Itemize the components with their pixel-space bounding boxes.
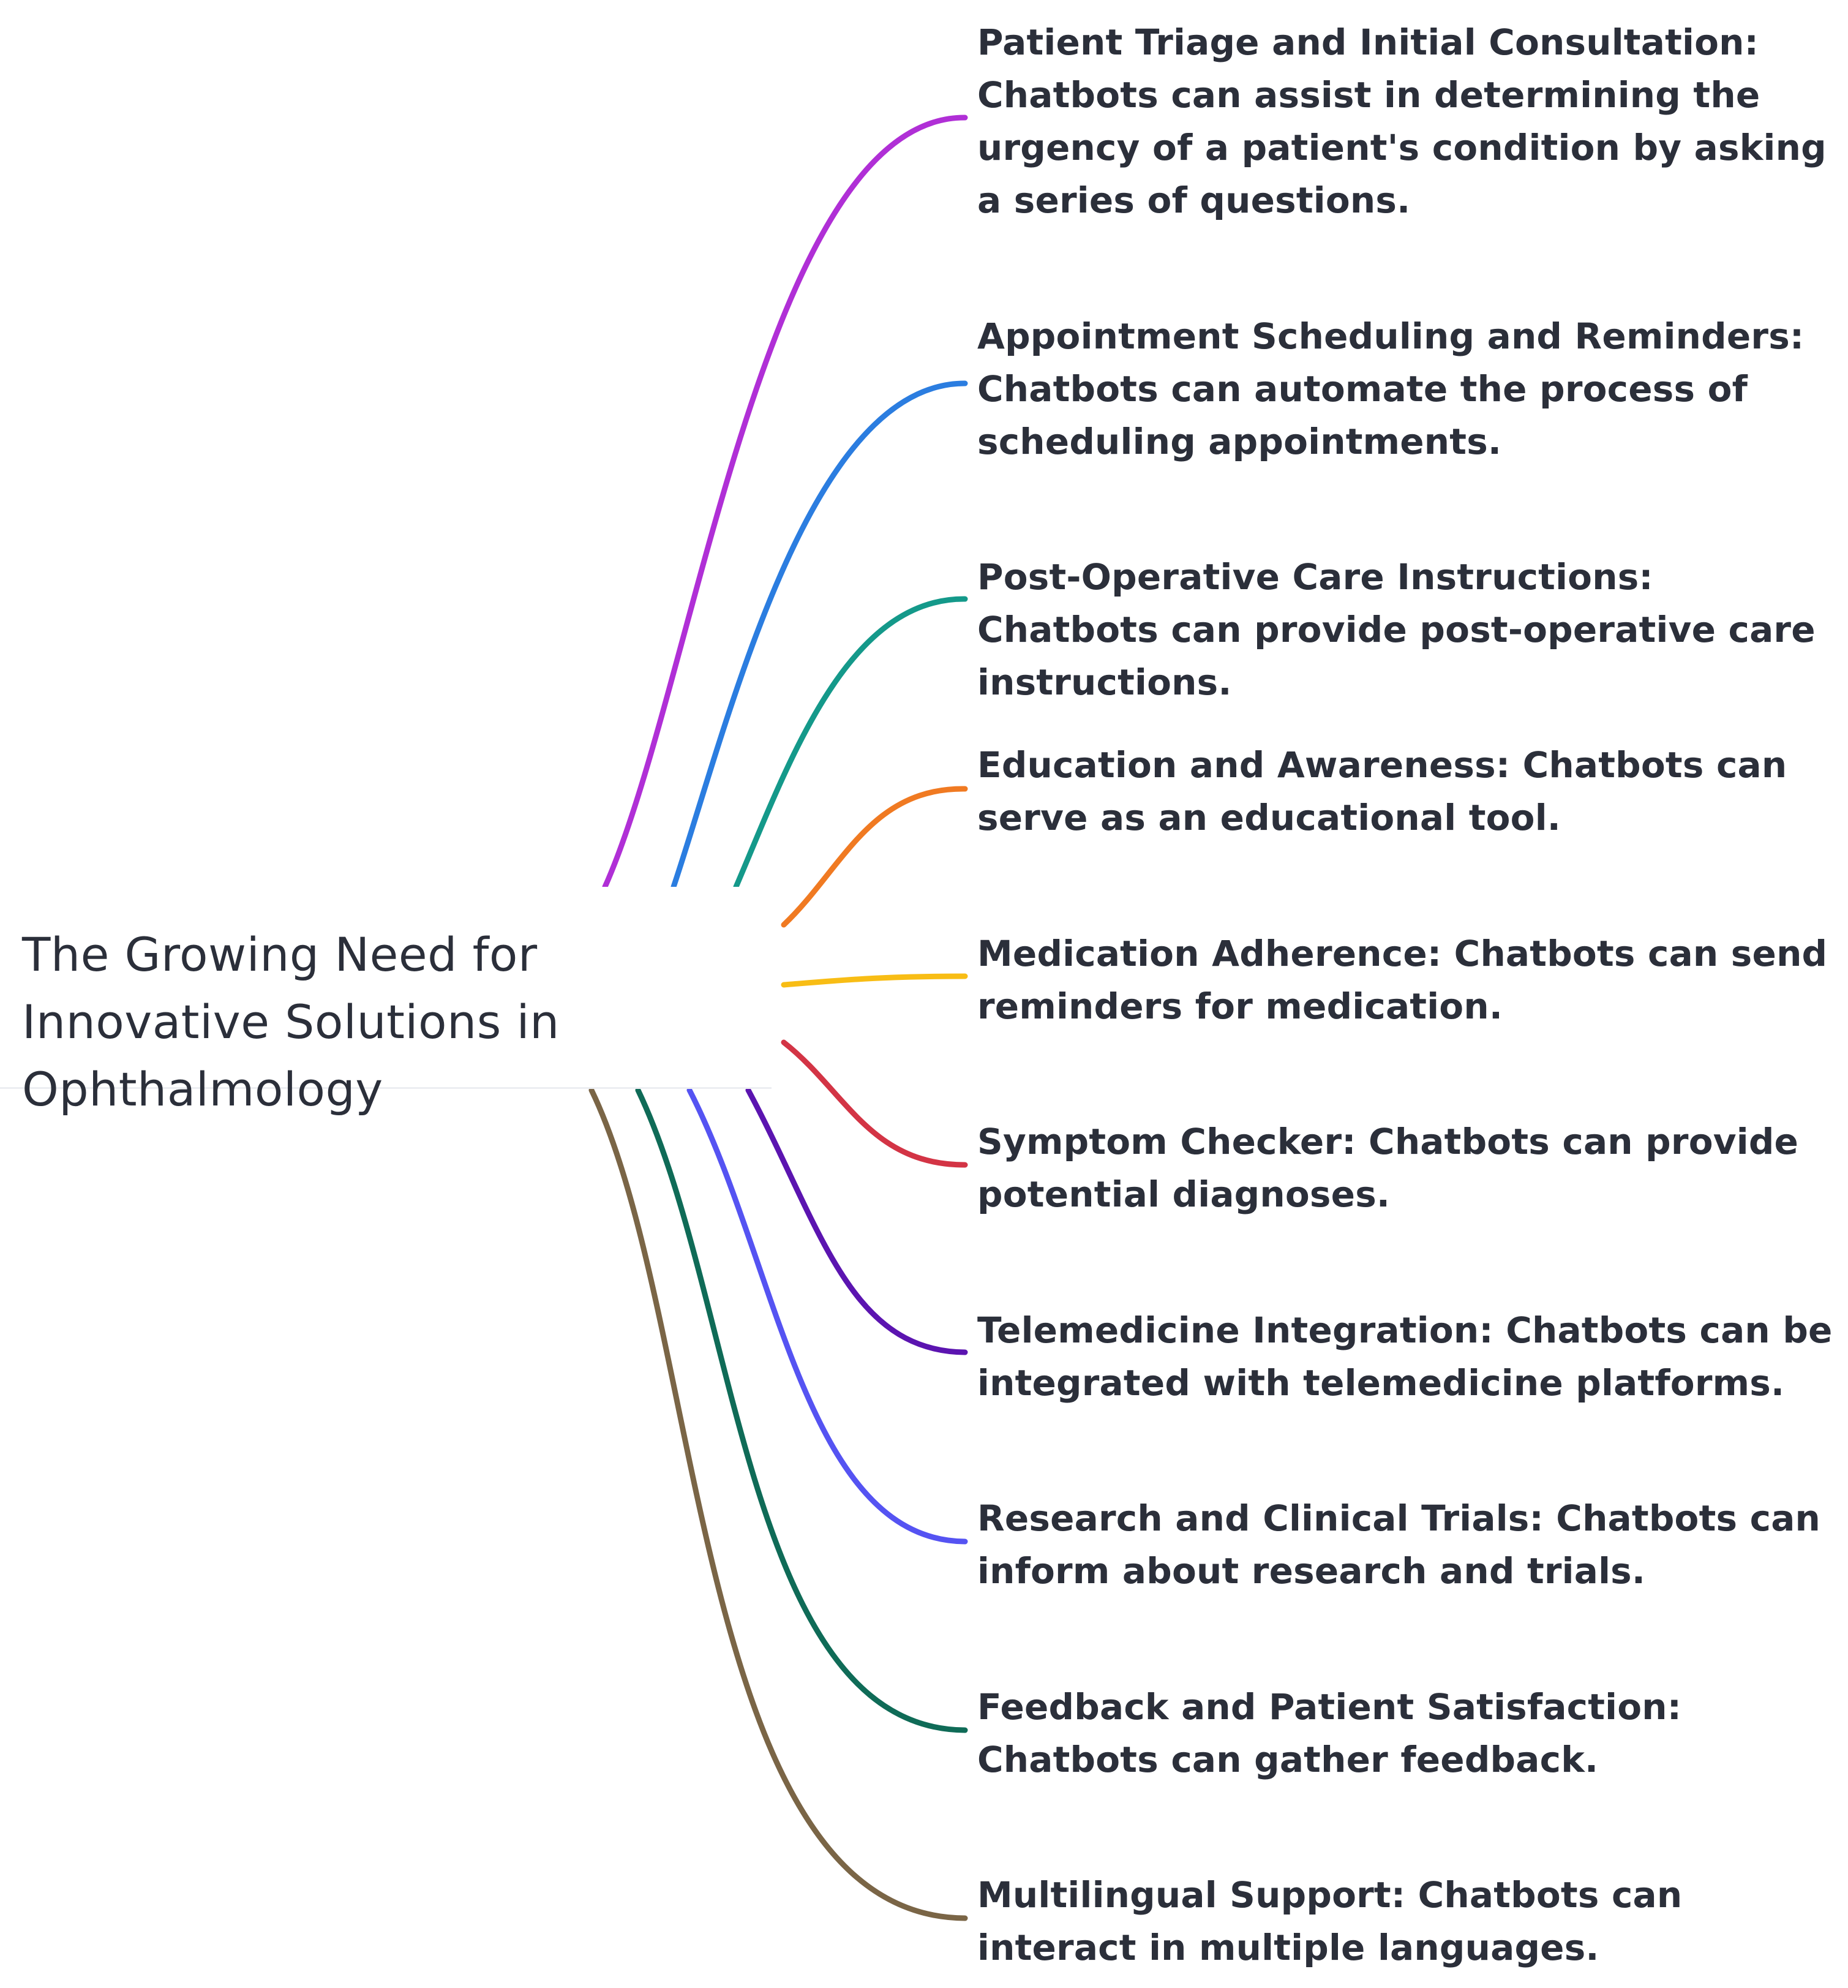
branch-post-operative-care: Post-Operative Care Instructions: Chatbo… [977,556,1816,703]
branch-medication-adherence: Medication Adherence: Chatbots can send … [977,933,1828,1027]
connector-appointment-scheduling [670,380,968,890]
connector-post-operative-care [733,596,968,890]
root-node: The Growing Need for Innovative Solution… [0,887,772,1116]
connector-research-clinical-trials [686,1087,968,1545]
branch-multilingual-support: Multilingual Support: Chatbots can inter… [977,1874,1683,1968]
connector-multilingual-support [588,1087,968,1921]
branch-feedback-satisfaction: Feedback and Patient Satisfaction: Chatb… [977,1686,1682,1780]
branch-symptom-checker: Symptom Checker: Chatbots can provide po… [977,1121,1799,1215]
connector-education-awareness [781,786,968,928]
branch-research-clinical-trials: Research and Clinical Trials: Chatbots c… [977,1497,1821,1592]
connector-telemedicine-integration [745,1087,968,1355]
connector-symptom-checker [781,1039,968,1168]
connector-medication-adherence [781,973,968,988]
connector-patient-triage [602,115,968,890]
branch-appointment-scheduling: Appointment Scheduling and Reminders: Ch… [977,315,1805,462]
root-title: The Growing Need for Innovative Solution… [22,927,560,1116]
connector-feedback-satisfaction [635,1087,968,1733]
branch-patient-triage: Patient Triage and Initial Consultation:… [977,21,1827,221]
branch-telemedicine-integration: Telemedicine Integration: Chatbots can b… [977,1309,1833,1404]
branch-education-awareness: Education and Awareness: Chatbots can se… [977,744,1787,838]
